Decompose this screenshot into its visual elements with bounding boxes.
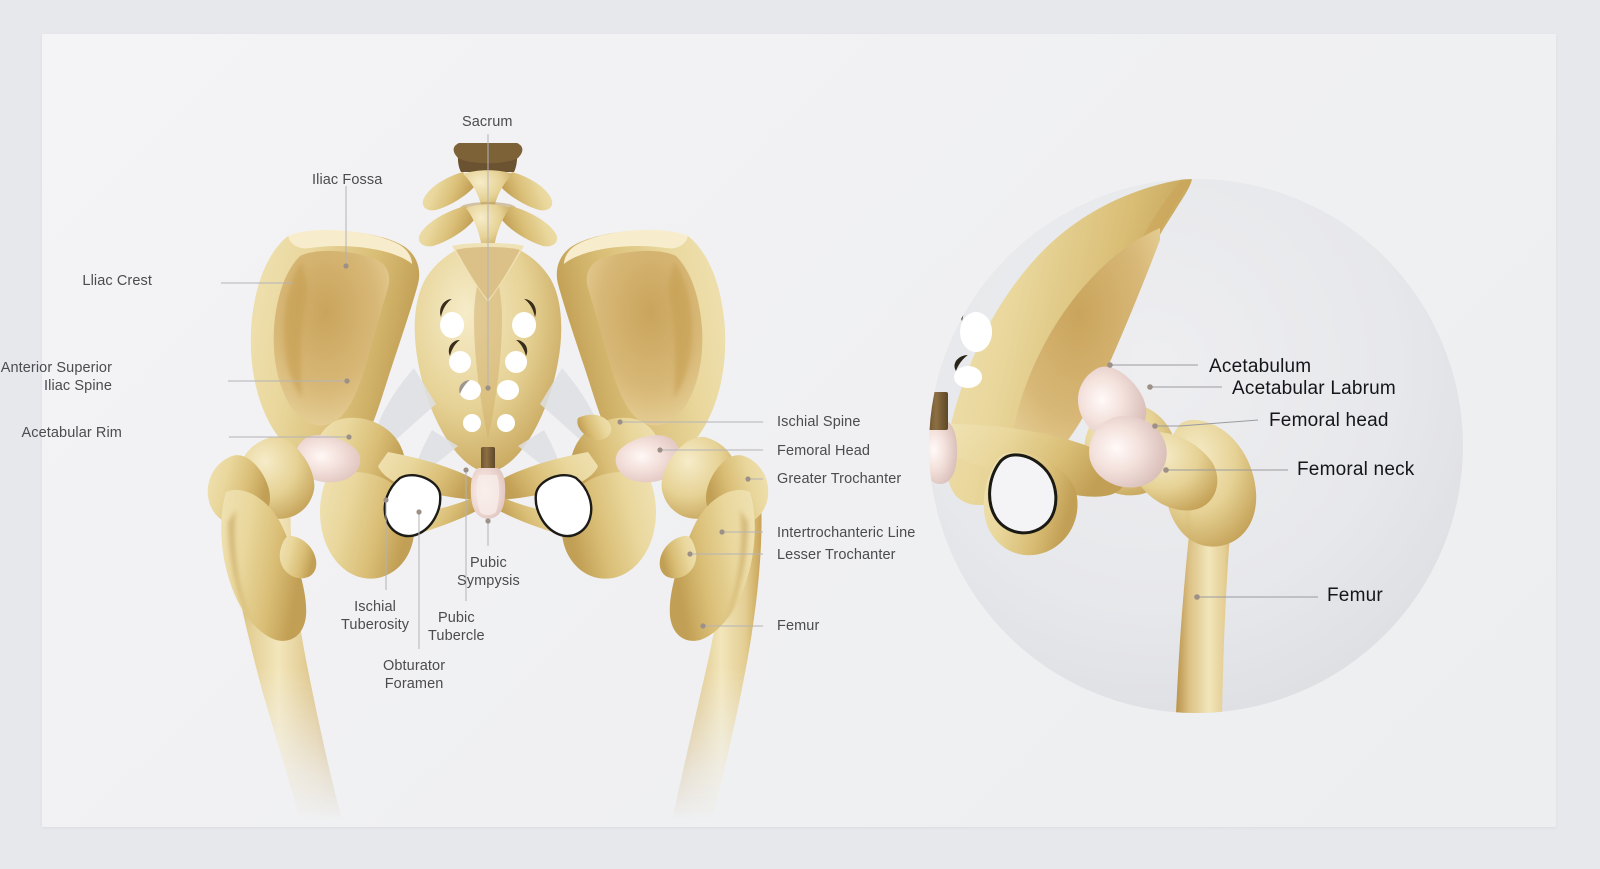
label-pubic-sympysis-line-1: Sympysis <box>457 573 520 589</box>
label-intertrochanteric-line-line-0: Intertrochanteric Line <box>777 525 916 541</box>
label-pubic-sympysis-line-0: Pubic <box>470 555 507 571</box>
label-acetabulum-line-0: Acetabulum <box>1209 356 1312 377</box>
label-pubic-tubercle-line-0: Pubic <box>437 610 475 626</box>
label-acetabular-rim: Acetabular Rim <box>21 424 122 442</box>
label-lesser-trochanter-line-0: Lesser Trochanter <box>777 547 896 563</box>
label-asis-line-1: Iliac Spine <box>44 378 112 394</box>
label-iliac-fossa-line-0: Iliac Fossa <box>312 172 383 188</box>
label-lesser-trochanter: Lesser Trochanter <box>777 546 896 564</box>
label-ischial-tuberosity-line-0: Ischial <box>354 599 396 615</box>
leader-lines-main <box>221 134 763 649</box>
label-obturator-foramen-line-1: Foramen <box>384 676 444 692</box>
label-ischial-spine-line-0: Ischial Spine <box>777 414 861 430</box>
label-asis-line-0: Anterior Superior <box>0 360 112 376</box>
label-iliac-crest: Lliac Crest <box>82 272 152 290</box>
label-acetabular-labrum-line-0: Acetabular Labrum <box>1232 378 1396 399</box>
label-femoral-head: Femoral Head <box>777 442 870 460</box>
label-greater-trochanter-line-0: Greater Trochanter <box>777 471 902 487</box>
pubic-symphysis <box>470 468 506 519</box>
leader-lines-inset <box>1107 362 1318 600</box>
hip-bone-right <box>494 229 769 641</box>
label-intertrochanteric-line: Intertrochanteric Line <box>777 524 915 542</box>
label-pubic-tubercle-line-1: Tubercle <box>428 628 485 644</box>
label-femoral-head-inset-line-0: Femoral head <box>1269 410 1389 431</box>
label-acetabulum: Acetabulum <box>1209 355 1311 379</box>
label-femoral-neck: Femoral neck <box>1297 458 1415 482</box>
pelvis-anterior-view <box>207 134 769 820</box>
label-ischial-tuberosity-line-1: Tuberosity <box>341 617 410 633</box>
hip-detail-inset <box>921 178 1463 714</box>
label-femur-inset: Femur <box>1327 584 1383 608</box>
label-femoral-head-inset: Femoral head <box>1269 409 1389 433</box>
label-femur: Femur <box>777 617 819 635</box>
label-iliac-crest-line-0: Lliac Crest <box>82 273 152 289</box>
label-obturator-foramen-line-0: Obturator <box>383 658 446 674</box>
label-femur-inset-line-0: Femur <box>1327 585 1383 606</box>
hip-bone-left <box>207 229 482 641</box>
label-greater-trochanter: Greater Trochanter <box>777 470 901 488</box>
label-acetabular-labrum: Acetabular Labrum <box>1232 377 1396 401</box>
label-sacrum: Sacrum <box>462 113 513 131</box>
label-femoral-head-line-0: Femoral Head <box>777 443 871 459</box>
label-ischial-spine: Ischial Spine <box>777 413 861 431</box>
lumbar-vertebrae <box>418 143 558 250</box>
femur-shafts <box>226 470 762 820</box>
label-femur-line-0: Femur <box>777 618 820 634</box>
label-sacrum-line-0: Sacrum <box>462 114 513 130</box>
label-iliac-fossa: Iliac Fossa <box>312 171 382 189</box>
sacral-foramina <box>440 299 537 432</box>
label-acetabular-rim-line-0: Acetabular Rim <box>21 425 122 441</box>
label-femoral-neck-line-0: Femoral neck <box>1297 459 1415 480</box>
